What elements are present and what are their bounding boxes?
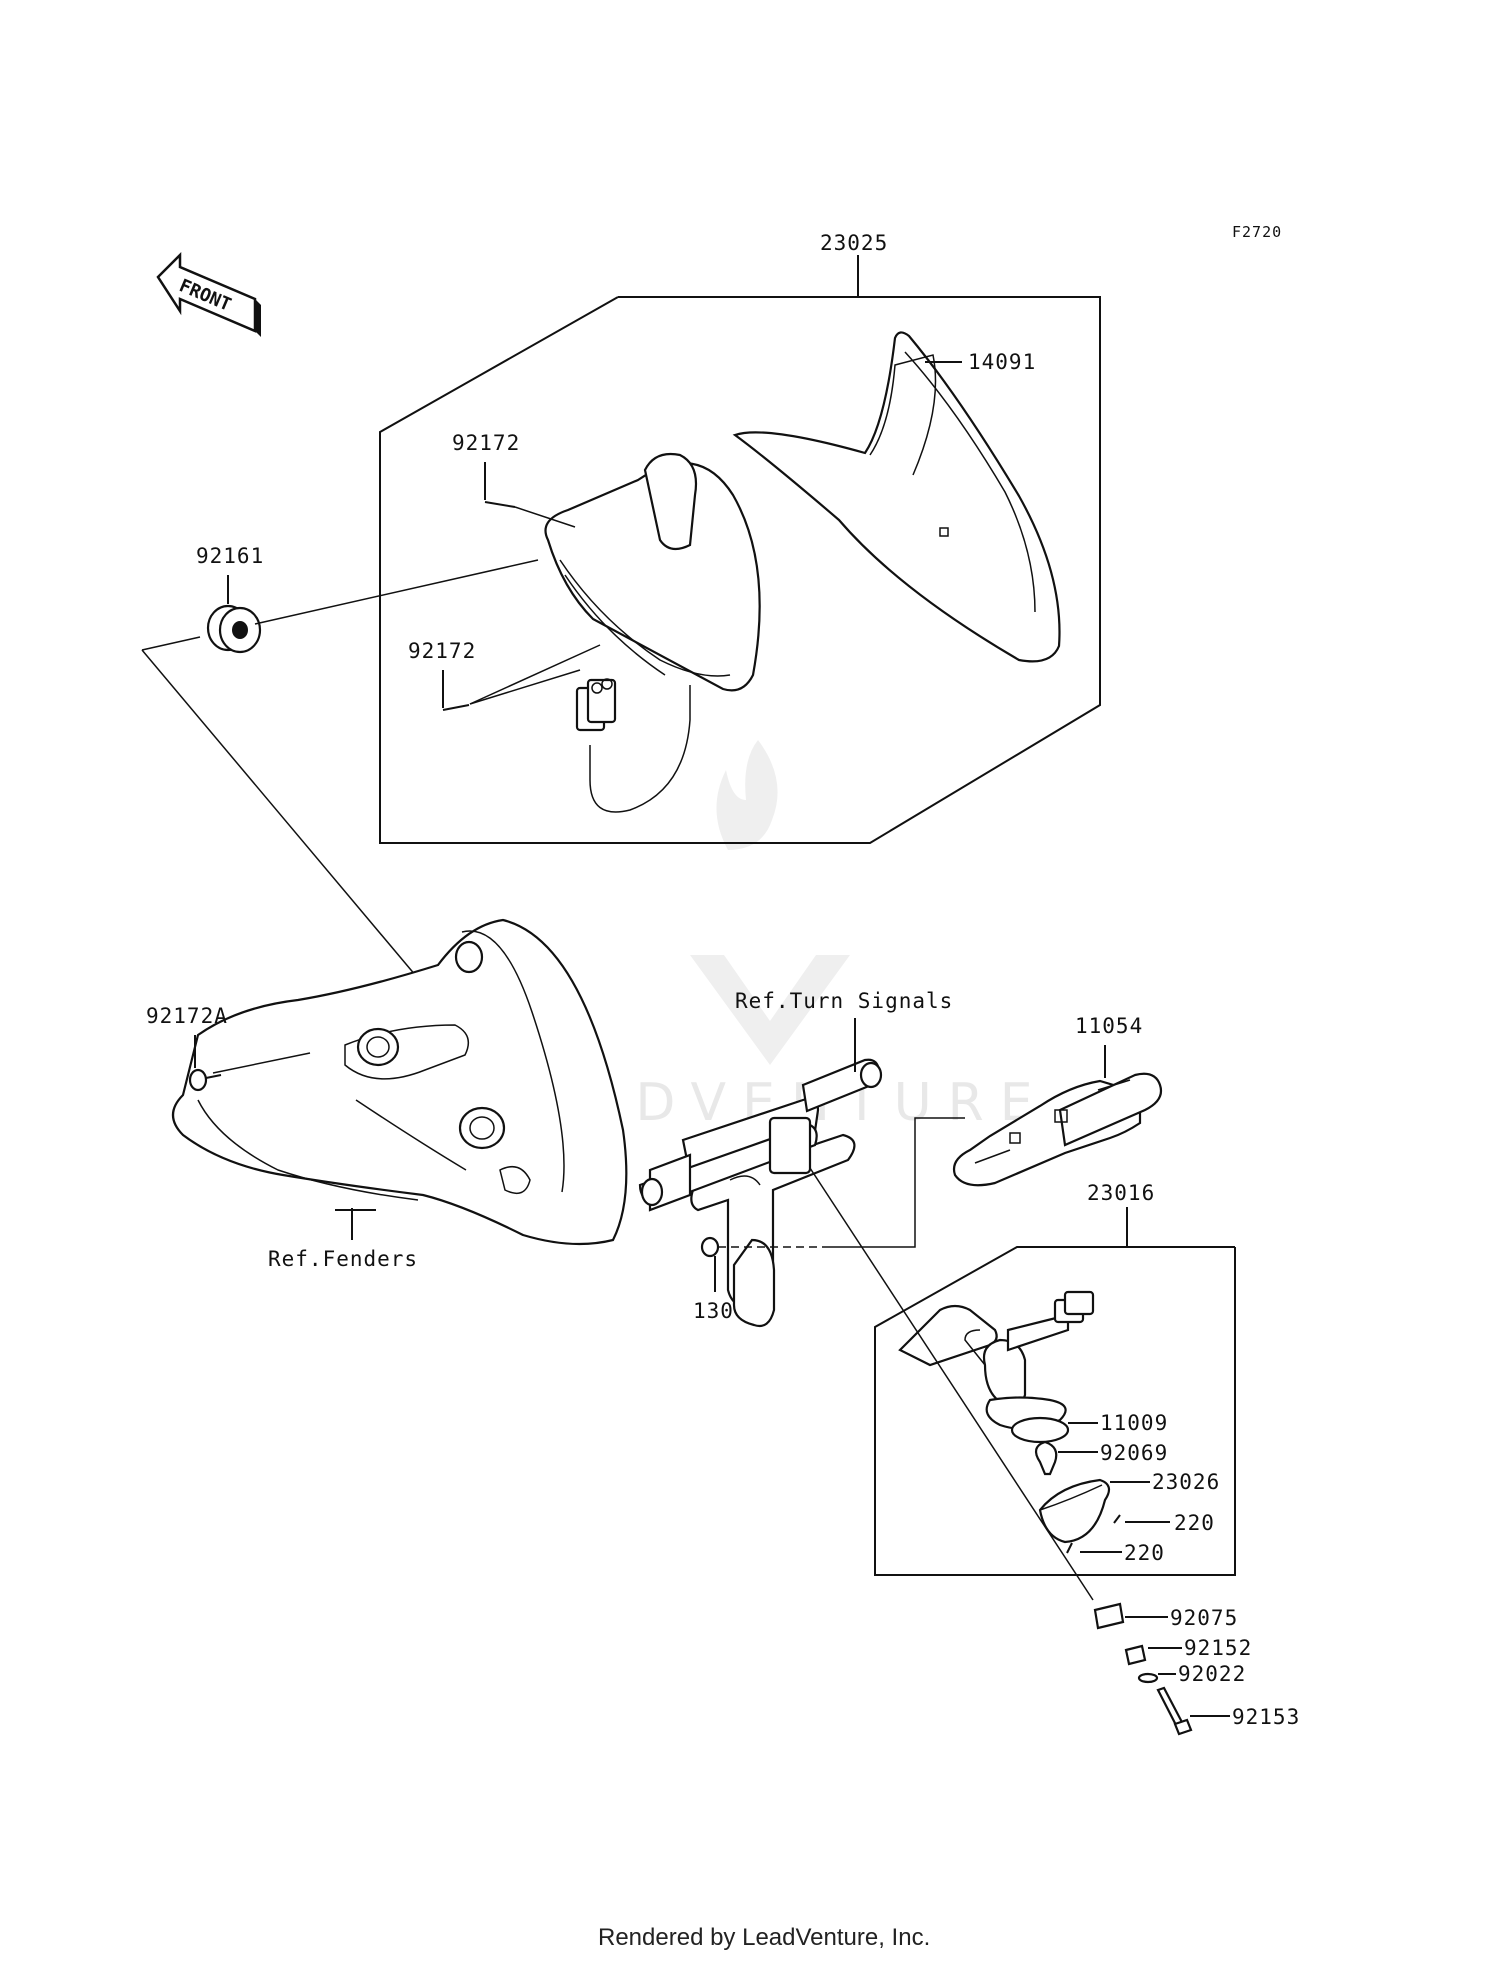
washer-92022: [1137, 1672, 1159, 1684]
rear-fender: [171, 918, 628, 1246]
grommet-92161: [206, 604, 262, 654]
label-ref-fenders: Ref.Fenders: [268, 1247, 418, 1271]
label-130: 130: [693, 1299, 734, 1323]
bolt-92172A: [188, 1068, 222, 1092]
bulb-92069: [1034, 1440, 1058, 1476]
label-23025: 23025: [820, 231, 888, 255]
label-92172-upper: 92172: [452, 431, 520, 455]
tail-light-assembly-box: [379, 255, 1101, 844]
label-92069: 92069: [1100, 1441, 1168, 1465]
tail-light-housing: [544, 452, 761, 813]
label-23026: 23026: [1152, 1470, 1220, 1494]
label-92153: 92153: [1232, 1705, 1300, 1729]
collar-92152: [1124, 1644, 1147, 1666]
gasket-11009: [1010, 1416, 1070, 1444]
reflector-bracket-11054: [952, 1072, 1163, 1187]
label-14091: 14091: [968, 350, 1036, 374]
label-11054: 11054: [1075, 1014, 1143, 1038]
label-92172A: 92172A: [146, 1004, 228, 1028]
diagram-code: F2720: [1232, 223, 1282, 241]
label-92075: 92075: [1170, 1606, 1238, 1630]
label-220-right: 220: [1174, 1511, 1215, 1535]
bolt-92153: [1156, 1686, 1193, 1736]
footer-credit: Rendered by LeadVenture, Inc.: [598, 1924, 930, 1951]
label-92172-lower: 92172: [408, 639, 476, 663]
screw-92172-upper: [484, 501, 576, 528]
license-lamp-assembly-box: [874, 1207, 1236, 1576]
screw-220-right: [1113, 1514, 1121, 1524]
screw-92172-lower: [442, 644, 601, 711]
label-92161: 92161: [196, 544, 264, 568]
label-ref-turn-signals: Ref.Turn Signals: [735, 989, 953, 1013]
license-plate-bracket: [638, 1058, 883, 1328]
screw-220-left: [1066, 1542, 1073, 1554]
license-lamp: [898, 1290, 1095, 1431]
front-arrow-icon: FRONT: [156, 251, 261, 337]
label-23016: 23016: [1087, 1181, 1155, 1205]
grommet-92075: [1093, 1602, 1125, 1630]
label-92152: 92152: [1184, 1636, 1252, 1660]
label-92022: 92022: [1178, 1662, 1246, 1686]
label-220-left: 220: [1124, 1541, 1165, 1565]
lens-23026: [1038, 1478, 1111, 1544]
label-11009: 11009: [1100, 1411, 1168, 1435]
tail-light-lens: [732, 331, 1061, 663]
bolt-130: [700, 1236, 830, 1258]
